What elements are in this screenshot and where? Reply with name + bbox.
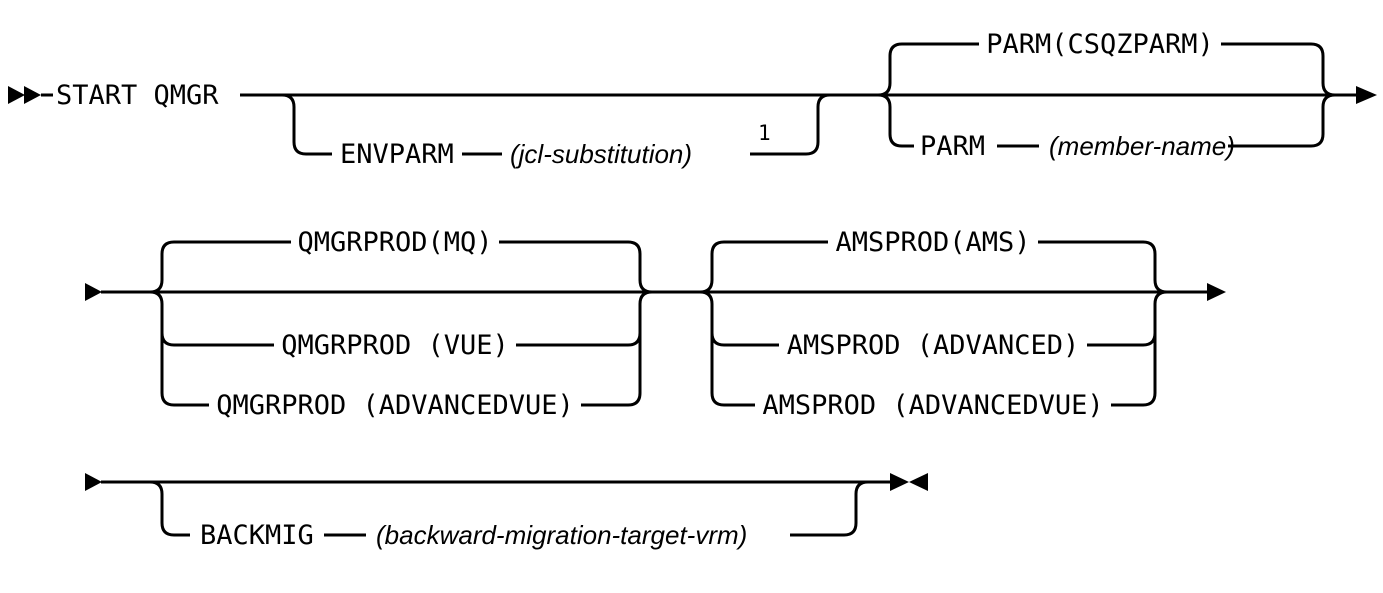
rail-branch-up: [843, 480, 869, 537]
rail-branch: [160, 332, 175, 347]
rail-split-up: [877, 42, 903, 97]
rail-split-down: [699, 290, 725, 407]
row-continue-arrow-icon: [1356, 86, 1377, 104]
rail-branch-up: [805, 93, 831, 156]
parm-value: (member-name): [1049, 131, 1235, 161]
backmig-keyword: BACKMIG: [200, 520, 314, 551]
rail-branch-down: [149, 480, 190, 537]
amsprod-option-advanced: AMSPROD (ADVANCED): [787, 330, 1080, 361]
rail-merge-bottom: [627, 290, 653, 407]
row-start-arrow-icon: [85, 283, 102, 301]
row-qmgrprod-amsprod: QMGRPROD(MQ) QMGRPROD (VUE) QMGRPROD (AD…: [85, 227, 1226, 421]
command-keyword: START QMGR: [56, 80, 219, 111]
qmgrprod-group: QMGRPROD(MQ) QMGRPROD (VUE) QMGRPROD (AD…: [149, 227, 653, 421]
statement-end-arrow-icon: [890, 473, 909, 491]
envparm-keyword: ENVPARM: [340, 139, 454, 170]
rail-split-up: [699, 240, 725, 294]
rail-merge-bottom: [1142, 290, 1168, 407]
rail-merge-top: [1142, 240, 1168, 294]
row-continue-arrow-icon: [1207, 283, 1226, 301]
statement-end-arrow-icon: [909, 473, 928, 491]
parm-group: PARM(CSQZPARM) PARM (member-name): [877, 29, 1336, 162]
row-backmig: BACKMIG (backward-migration-target-vrm): [85, 473, 928, 551]
row-start-arrow-icon: [85, 473, 102, 491]
qmgrprod-default: QMGRPROD(MQ): [297, 227, 492, 258]
amsprod-option-advancedvue: AMSPROD (ADVANCEDVUE): [762, 390, 1103, 421]
row-start-qmgr: START QMGR ENVPARM (jcl-substitution) 1: [8, 29, 1377, 170]
amsprod-default: AMSPROD(AMS): [835, 227, 1030, 258]
rail-merge-top: [1310, 42, 1336, 97]
rail-branch: [710, 332, 725, 347]
rail-merge-branch: [1142, 332, 1157, 347]
rail-split-down: [877, 93, 903, 148]
envparm-branch: ENVPARM (jcl-substitution) 1: [281, 93, 831, 170]
statement-start-arrow-icon: [8, 86, 25, 104]
backmig-branch: BACKMIG (backward-migration-target-vrm): [149, 480, 869, 551]
parm-keyword: PARM: [920, 131, 985, 162]
qmgrprod-option-advancedvue: QMGRPROD (ADVANCEDVUE): [216, 390, 574, 421]
statement-start-arrow-icon: [24, 86, 41, 104]
rail-split-up: [149, 240, 175, 294]
parm-default: PARM(CSQZPARM): [986, 29, 1214, 60]
amsprod-group: AMSPROD(AMS) AMSPROD (ADVANCED) AMSPROD …: [699, 227, 1168, 421]
envparm-value: (jcl-substitution): [510, 139, 692, 169]
rail-branch-down: [281, 93, 332, 156]
rail-split-down: [149, 290, 175, 407]
rail-merge-bottom: [1310, 93, 1336, 148]
rail-merge-branch: [627, 332, 642, 347]
backmig-value: (backward-migration-target-vrm): [376, 520, 747, 550]
qmgrprod-option-vue: QMGRPROD (VUE): [281, 330, 509, 361]
rail-merge-top: [627, 240, 653, 294]
footnote-marker: 1: [758, 121, 771, 145]
